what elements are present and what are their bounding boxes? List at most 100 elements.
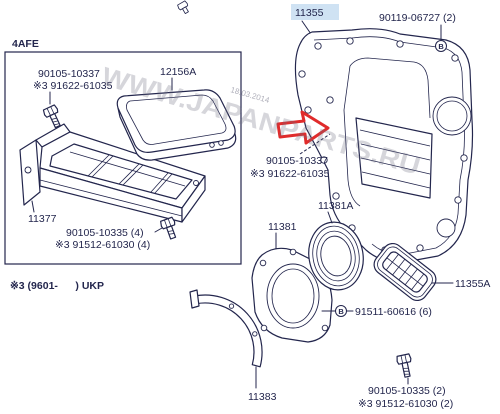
end-plate-lower-hole	[436, 218, 456, 238]
bolt-hole	[416, 244, 424, 252]
bolt-shaft	[165, 225, 177, 240]
seal-ring	[316, 230, 356, 282]
bracket-11377	[19, 123, 206, 223]
marker-circle	[435, 40, 447, 52]
label-bottom-bolt: 90105-10335 (2)	[368, 385, 446, 397]
cover-12156a	[116, 89, 237, 161]
seal-bore	[320, 235, 352, 277]
label-oil-seal: 11381A	[318, 200, 353, 212]
hole-cover-11355a	[373, 242, 437, 302]
bolt-icon	[160, 216, 177, 240]
label-end-plate-bolt: 90119-06727 (2)	[379, 12, 456, 24]
gasket-hole	[252, 331, 258, 337]
leader-oil-seal	[327, 211, 333, 224]
label-plate-bolt-alt: ※3 91622-61035	[250, 168, 330, 180]
circle-b-icon: B	[335, 305, 347, 317]
gasket-hole	[228, 303, 235, 309]
label-bottom-bolt-alt: ※3 91512-61030 (2)	[358, 398, 453, 410]
label-panel-bolt: 90105-10337	[38, 68, 100, 80]
bolt-shaft	[401, 361, 411, 378]
bolt-hole	[396, 40, 404, 48]
label-highlight	[291, 4, 339, 20]
end-plate-window-top	[349, 57, 431, 119]
end-plate-bolt-holes	[298, 37, 468, 254]
bolt-icon	[42, 104, 61, 129]
bolt-hole	[298, 70, 306, 78]
panel-engine-label: 4AFE	[12, 38, 39, 50]
bracket-bolt-hole	[193, 180, 199, 186]
gasket-arc	[194, 294, 263, 368]
bolt-icon	[396, 353, 412, 378]
circle-b-icon: B	[435, 40, 447, 52]
label-bracket-bolt-alt: ※3 91512-61030 (4)	[55, 239, 150, 251]
bolt-thread	[51, 117, 60, 126]
cover-hole	[209, 142, 215, 148]
trough-ribs	[87, 154, 173, 194]
bolt-icon	[177, 0, 189, 14]
label-retainer: 11381	[268, 221, 297, 233]
end-plate-raised-panel	[355, 117, 433, 199]
flange-hole	[24, 166, 32, 174]
bolt-hole	[326, 96, 334, 104]
bolt-head	[396, 353, 412, 365]
seal-ring	[312, 225, 360, 287]
leader-end-plate	[301, 20, 312, 35]
label-panel-bolt-alt: ※3 91622-61035	[33, 80, 113, 92]
label-gasket: 11383	[248, 391, 277, 403]
bolt-hole	[289, 248, 297, 256]
oil-seal-11381a	[308, 221, 364, 291]
label-plate-bolt: 90105-10337	[266, 155, 328, 167]
bolt-hole	[454, 196, 462, 204]
bolt-hole	[321, 324, 329, 332]
footnote: ※3 (9601- ) UKP	[10, 280, 104, 292]
bolt-head-facets	[46, 106, 55, 116]
cover-rim	[377, 246, 433, 298]
label-hole-cover: 11355A	[455, 278, 490, 290]
marker-letter: B	[338, 307, 344, 316]
bolt-hole	[304, 106, 312, 114]
bolt-hole	[332, 192, 340, 200]
leader-bracket	[31, 200, 35, 213]
bolt-thread	[403, 367, 410, 375]
panel-4afe: 4AFE 90105-10337 ※3 91622-61035 11377	[4, 38, 242, 265]
cover-top	[116, 89, 236, 153]
bolt-hole	[460, 154, 468, 162]
bolt-hole	[259, 259, 267, 267]
bolt-hole	[314, 42, 322, 50]
bolt-head-facets	[400, 354, 407, 364]
bolt-shaft	[182, 6, 189, 14]
leader-bracket-bolt	[154, 227, 163, 233]
label-cover: 12156A	[160, 66, 196, 78]
bolt-hole	[320, 156, 328, 164]
end-plate-11355	[294, 28, 474, 263]
label-bracket: 11377	[28, 213, 57, 225]
marker-letter: B	[438, 42, 444, 51]
gasket-tab	[189, 289, 200, 309]
bracket-trough	[49, 143, 193, 200]
bolt-hole	[260, 324, 268, 332]
label-retainer-bolt: 91511-60616 (6)	[355, 306, 432, 318]
panel-hatch	[359, 129, 431, 189]
end-plate-large-hole	[432, 96, 472, 136]
panel-frame	[4, 51, 242, 265]
bolt-head	[177, 0, 189, 11]
cover-grille	[385, 254, 425, 290]
bolt-hole	[346, 37, 354, 45]
front-lip-line	[39, 179, 183, 217]
bolt-shaft	[49, 113, 61, 129]
end-plate-large-hole-inner	[436, 100, 468, 132]
red-arrow-icon	[276, 110, 330, 145]
end-plate-window-side	[343, 65, 361, 207]
cover-inner-rim	[126, 94, 227, 145]
label-bracket-bolt: 90105-10335 (4)	[66, 227, 144, 239]
cover-hole	[218, 140, 224, 146]
bolt-head-facets	[164, 218, 172, 228]
leader-plate-bolt	[299, 133, 331, 155]
bracket-right-face	[181, 175, 206, 223]
bolt-hole	[451, 54, 459, 62]
label-end-plate: 11355	[295, 7, 324, 19]
gasket-11383	[189, 289, 263, 368]
bolt-thread	[167, 230, 175, 235]
retainer-bore-inner	[271, 268, 315, 324]
